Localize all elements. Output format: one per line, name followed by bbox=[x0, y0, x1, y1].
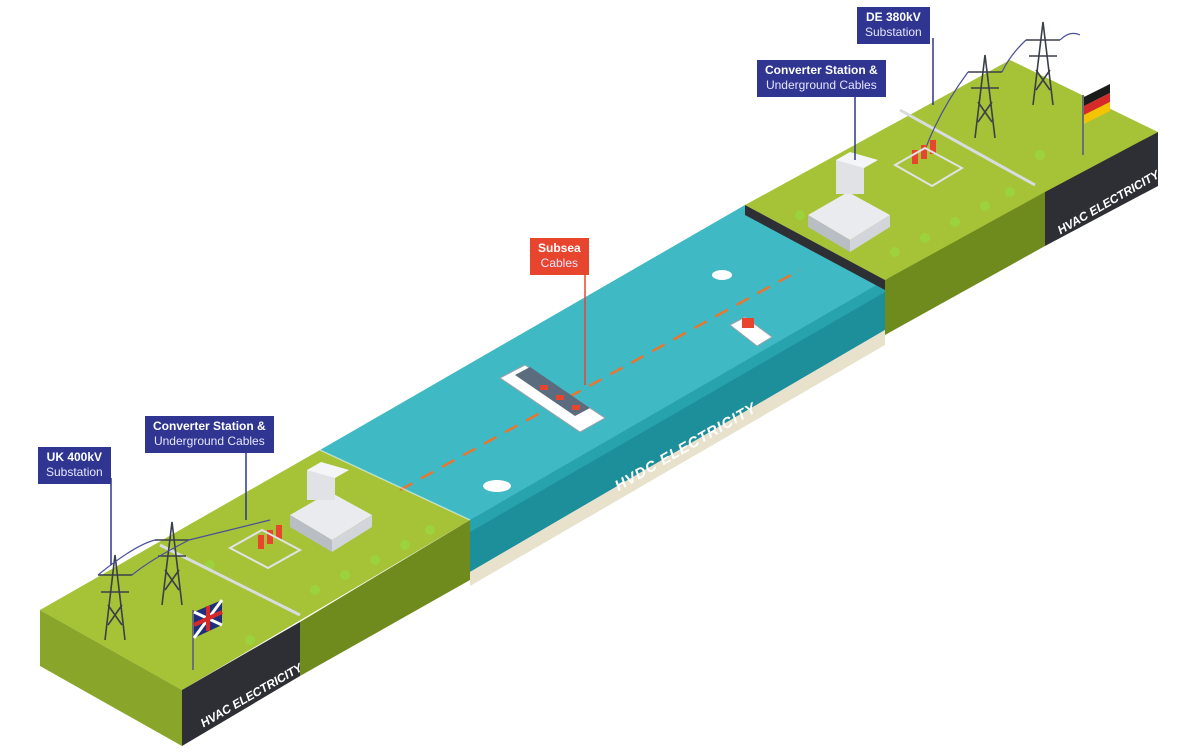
tree-icon bbox=[425, 525, 435, 535]
de-substation-label: DE 380kV Substation bbox=[857, 7, 930, 44]
de-converter-title: Converter Station & bbox=[765, 63, 878, 77]
pylon-icon bbox=[1026, 21, 1060, 106]
uk-flag bbox=[192, 599, 224, 670]
uk-pylons bbox=[97, 519, 271, 641]
uk-land-front bbox=[300, 520, 470, 676]
boat-icon bbox=[712, 270, 732, 280]
uk-converter-subtitle: Underground Cables bbox=[153, 434, 265, 448]
germany-flag bbox=[1082, 84, 1110, 155]
uk-converter-station bbox=[227, 462, 372, 570]
subsea-subtitle: Cables bbox=[540, 256, 579, 270]
ferry-icon bbox=[729, 316, 773, 347]
tree-icon bbox=[310, 585, 320, 595]
sea-front-highlight bbox=[470, 280, 885, 532]
tree-icon bbox=[370, 555, 380, 565]
sea-front-face bbox=[470, 280, 885, 572]
tree-icon bbox=[920, 233, 930, 243]
de-land-front-dark bbox=[1045, 132, 1158, 246]
pylon-icon bbox=[155, 521, 189, 606]
water-edge-left bbox=[319, 449, 471, 521]
subsea-cable-line bbox=[399, 268, 801, 492]
power-line bbox=[924, 32, 1081, 151]
subsea-label: Subsea Cables bbox=[530, 238, 589, 275]
boat-icon bbox=[483, 480, 511, 492]
tree-icon bbox=[400, 540, 410, 550]
sea-surface bbox=[320, 205, 885, 520]
tree-icon bbox=[950, 217, 960, 227]
de-land-front bbox=[885, 192, 1045, 335]
cargo-ship-icon bbox=[499, 364, 606, 433]
trees bbox=[205, 150, 1045, 645]
uk-substation-label: UK 400kV Substation bbox=[38, 447, 111, 484]
pylon-icon bbox=[968, 54, 1002, 139]
tree-icon bbox=[245, 635, 255, 645]
de-substation-subtitle: Substation bbox=[865, 25, 922, 39]
tree-icon bbox=[795, 210, 805, 220]
tree-icon bbox=[890, 247, 900, 257]
de-converter-subtitle: Underground Cables bbox=[765, 78, 877, 92]
pylon-icon bbox=[98, 554, 132, 641]
tree-icon bbox=[340, 570, 350, 580]
uk-land-left bbox=[40, 610, 182, 746]
de-pylons bbox=[924, 21, 1081, 151]
de-converter-label: Converter Station & Underground Cables bbox=[757, 60, 886, 97]
uk-land-block bbox=[40, 450, 470, 746]
sea-bed bbox=[470, 330, 885, 586]
uk-land-front-dark bbox=[182, 622, 300, 746]
uk-converter-label: Converter Station & Underground Cables bbox=[145, 416, 274, 453]
sea-channel bbox=[319, 204, 886, 586]
tree-icon bbox=[1035, 150, 1045, 160]
de-land-back-edge bbox=[745, 205, 885, 290]
de-fence bbox=[899, 108, 1036, 187]
de-converter-station bbox=[808, 140, 965, 252]
tree-icon bbox=[1005, 187, 1015, 197]
de-substation-title: DE 380kV bbox=[866, 10, 921, 24]
tree-icon bbox=[980, 201, 990, 211]
uk-substation-subtitle: Substation bbox=[46, 465, 103, 479]
uk-substation-title: UK 400kV bbox=[46, 450, 103, 464]
power-line bbox=[97, 519, 271, 576]
subsea-title: Subsea bbox=[538, 241, 581, 255]
uk-converter-title: Converter Station & bbox=[153, 419, 266, 433]
